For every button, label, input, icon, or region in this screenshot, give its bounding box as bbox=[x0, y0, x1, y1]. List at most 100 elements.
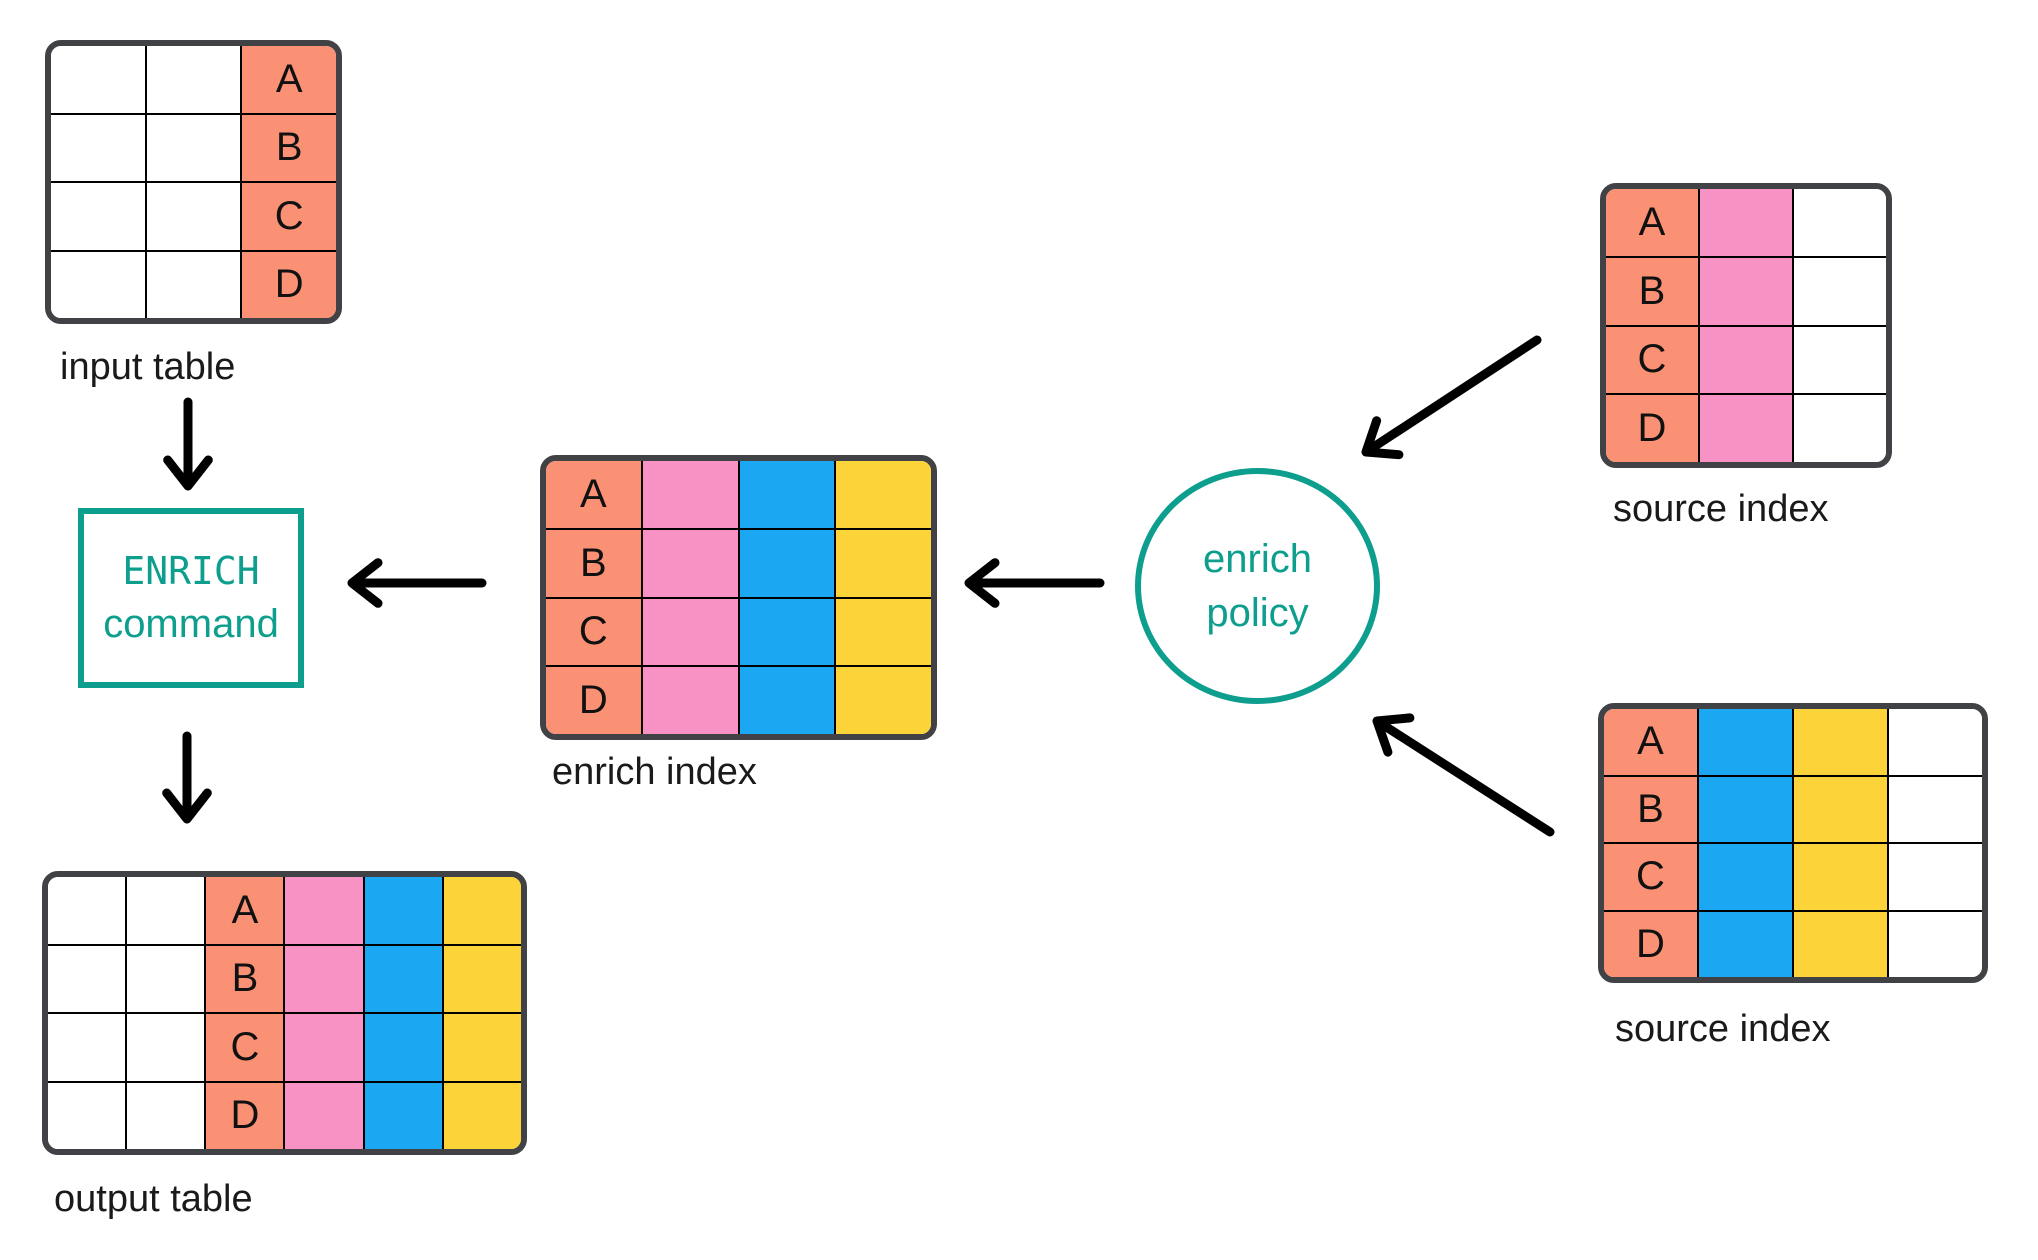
table-cell bbox=[738, 461, 836, 529]
table-cell bbox=[641, 666, 739, 734]
arrow-command-to-output bbox=[162, 731, 212, 824]
source-index-top-label: source index bbox=[1613, 488, 1829, 530]
table-cell bbox=[126, 877, 206, 945]
table-cell bbox=[51, 113, 146, 182]
input-table-label: input table bbox=[60, 346, 236, 388]
table-cell: C bbox=[546, 597, 642, 667]
arrow-index-to-command bbox=[347, 558, 487, 608]
table-cell bbox=[1793, 189, 1886, 257]
table-cell bbox=[145, 46, 242, 114]
table-cell bbox=[284, 944, 364, 1013]
table-cell bbox=[1888, 843, 1982, 911]
source-index-bottom-label: source index bbox=[1615, 1008, 1831, 1050]
table-cell: D bbox=[1606, 394, 1699, 462]
table-cell: B bbox=[1604, 775, 1698, 843]
enrich-policy-node: enrich policy bbox=[1135, 468, 1380, 704]
table-cell bbox=[48, 944, 127, 1013]
enrich-policy-line1: enrich bbox=[1203, 536, 1312, 581]
table-cell bbox=[1699, 325, 1793, 395]
table-cell bbox=[1793, 910, 1888, 977]
table-cell bbox=[51, 46, 146, 114]
table-cell bbox=[442, 1013, 521, 1082]
table-cell bbox=[1699, 256, 1793, 326]
table-cell bbox=[641, 597, 739, 667]
table-cell bbox=[442, 877, 521, 945]
table-cell bbox=[284, 877, 364, 945]
table-cell: B bbox=[241, 113, 336, 182]
table-cell: B bbox=[546, 528, 642, 598]
table-cell bbox=[145, 113, 242, 182]
table-cell bbox=[835, 597, 931, 667]
table-cell: B bbox=[1606, 256, 1699, 326]
table-cell: D bbox=[241, 250, 336, 318]
table-cell bbox=[363, 877, 443, 945]
table-cell bbox=[284, 1013, 364, 1082]
table-cell bbox=[126, 1013, 206, 1082]
table-cell bbox=[363, 1013, 443, 1082]
table-cell bbox=[48, 877, 127, 945]
table-cell: A bbox=[1606, 189, 1699, 257]
enrich-command-keyword: ENRICH bbox=[122, 549, 260, 593]
arrow-policy-to-index bbox=[964, 558, 1105, 608]
table-cell bbox=[126, 1081, 206, 1149]
table-cell bbox=[284, 1081, 364, 1149]
table-cell: A bbox=[546, 461, 642, 529]
table-cell bbox=[738, 666, 836, 734]
table-cell bbox=[641, 528, 739, 598]
enrich-policy-line2: policy bbox=[1206, 590, 1309, 635]
table-cell bbox=[738, 528, 836, 598]
table-cell bbox=[1698, 709, 1793, 776]
enrich-command-node: ENRICH command bbox=[78, 508, 304, 688]
table-cell bbox=[1698, 775, 1793, 843]
table-cell bbox=[1699, 189, 1793, 257]
table-cell bbox=[1888, 910, 1982, 977]
enrich-index-label: enrich index bbox=[552, 751, 757, 793]
table-cell bbox=[48, 1013, 127, 1082]
table-cell bbox=[363, 1081, 443, 1149]
table-cell bbox=[1888, 709, 1982, 776]
arrow-source-bottom-to-policy bbox=[1372, 713, 1555, 837]
table-cell bbox=[145, 182, 242, 251]
table-cell bbox=[1793, 256, 1886, 326]
table-cell bbox=[1793, 394, 1886, 462]
table-cell bbox=[1793, 325, 1886, 395]
table-cell bbox=[1698, 843, 1793, 911]
table-cell bbox=[1793, 843, 1888, 911]
table-cell bbox=[363, 944, 443, 1013]
table-cell: C bbox=[241, 182, 336, 251]
table-cell bbox=[51, 250, 146, 318]
table-cell: D bbox=[546, 666, 642, 734]
table-cell bbox=[641, 461, 739, 529]
table-cell: C bbox=[205, 1013, 285, 1082]
table-cell bbox=[1793, 775, 1888, 843]
table-cell bbox=[738, 597, 836, 667]
table-cell bbox=[442, 1081, 521, 1149]
output-table-label: output table bbox=[54, 1178, 253, 1220]
table-cell bbox=[51, 182, 146, 251]
arrow-input-to-command bbox=[163, 397, 213, 491]
table-cell: C bbox=[1606, 325, 1699, 395]
table-cell bbox=[442, 944, 521, 1013]
table-cell: D bbox=[1604, 910, 1698, 977]
table-cell bbox=[1793, 709, 1888, 776]
table-cell bbox=[835, 666, 931, 734]
table-cell bbox=[145, 250, 242, 318]
table-cell: A bbox=[205, 877, 285, 945]
table-cell: D bbox=[205, 1081, 285, 1149]
table-cell: A bbox=[1604, 709, 1698, 776]
enrich-command-word: command bbox=[103, 602, 279, 646]
table-cell bbox=[835, 528, 931, 598]
table-cell bbox=[126, 944, 206, 1013]
table-cell bbox=[1698, 910, 1793, 977]
